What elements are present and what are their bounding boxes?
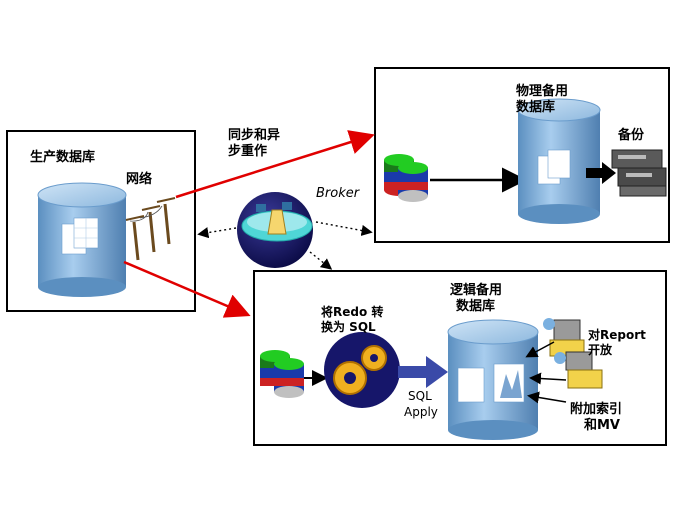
logical-db-cylinder bbox=[447, 319, 539, 440]
report-label-line2: 开放 bbox=[588, 343, 613, 357]
sync-label-line2: 步重作 bbox=[228, 144, 268, 159]
logical-redo-stack-icon bbox=[260, 350, 304, 398]
physical-redo-stack-icon bbox=[384, 154, 428, 202]
physical-db-cylinder bbox=[517, 98, 601, 224]
logical-title-line1: 逻辑备用 bbox=[450, 283, 503, 298]
broker-to-production-arrow bbox=[197, 227, 237, 239]
broker-globe-icon bbox=[237, 192, 313, 268]
production-db-cylinder bbox=[37, 182, 127, 297]
network-label: 网络 bbox=[126, 172, 153, 187]
report-arrow-2 bbox=[529, 372, 567, 385]
sync-label-line1: 同步和异 bbox=[228, 128, 281, 143]
backup-arrow bbox=[586, 162, 616, 184]
gears-icon bbox=[324, 332, 400, 408]
report-label-line1: 对Report bbox=[588, 328, 646, 342]
sql-apply-arrow bbox=[398, 356, 448, 388]
index-arrow bbox=[527, 391, 567, 404]
redo-to-sql-line2: 换为 SQL bbox=[321, 320, 376, 334]
production-title: 生产数据库 bbox=[30, 150, 96, 165]
index-label-line1: 附加索引 bbox=[570, 402, 623, 417]
physical-title-line1: 物理备用 bbox=[516, 84, 569, 99]
broker-to-logical-arrow bbox=[309, 251, 333, 270]
redo-to-sql-line1: 将Redo 转 bbox=[321, 305, 384, 319]
backup-label: 备份 bbox=[618, 128, 645, 143]
sync-redo-arrow bbox=[175, 130, 375, 199]
sql-apply-line1: SQL bbox=[408, 389, 432, 403]
broker-label: Broker bbox=[316, 186, 360, 201]
index-label-line2: 和MV bbox=[584, 418, 620, 433]
report-users-icon bbox=[543, 318, 603, 389]
network-poles-icon bbox=[125, 197, 176, 261]
logical-title-line2: 数据库 bbox=[456, 299, 496, 314]
redo-to-logical-arrow bbox=[123, 260, 251, 318]
sql-apply-line2: Apply bbox=[404, 405, 438, 419]
tape-backup-icon bbox=[611, 149, 667, 197]
broker-to-physical-arrow bbox=[315, 221, 373, 236]
physical-title-line2: 数据库 bbox=[516, 100, 556, 115]
report-arrow-1 bbox=[525, 341, 555, 358]
